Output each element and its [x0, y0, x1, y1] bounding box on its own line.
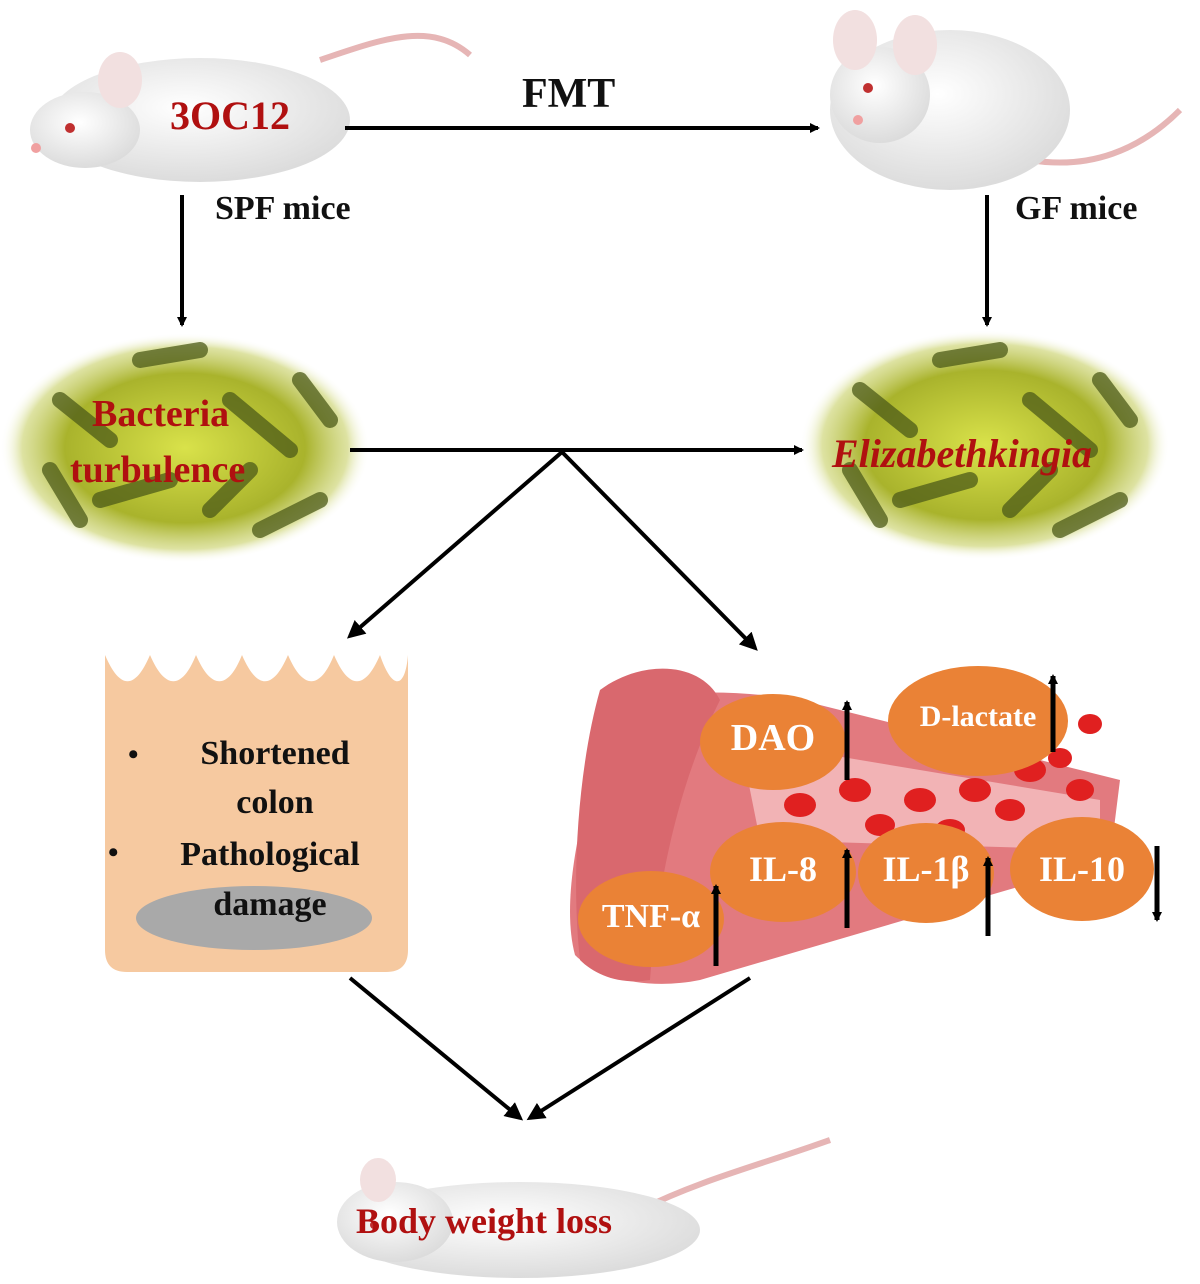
- d-lactate-label: D-lactate: [919, 700, 1037, 733]
- colon-to-outcome-arrow: [348, 976, 524, 1121]
- treatment-3oc12-label: 3OC12: [170, 93, 290, 138]
- pathological-damage-line1: Pathological: [180, 836, 360, 873]
- bullet-2: •: [108, 836, 119, 869]
- red-blood-cells: [749, 714, 1102, 841]
- bullet-1: •: [128, 738, 139, 771]
- gf-mice-label: GF mice: [1015, 190, 1138, 227]
- branch-right-arrow: [560, 450, 758, 651]
- dao-label: DAO: [730, 717, 816, 759]
- il1b-oval: [858, 823, 994, 923]
- fmt-label: FMT: [522, 71, 616, 117]
- il8-oval: [710, 822, 856, 922]
- elizabethkingia-label: Elizabethkingia: [832, 431, 1093, 476]
- pathological-damage-line2: damage: [213, 886, 327, 923]
- colon-epithelium-shape: [105, 655, 408, 972]
- tnf-oval: [578, 871, 724, 967]
- outcome-mouse-image: [337, 1137, 832, 1278]
- pathology-lesion: [136, 886, 372, 950]
- shortened-colon-line2: colon: [236, 784, 314, 821]
- il10-label: IL-10: [1038, 849, 1125, 889]
- vessel-to-outcome-arrow: [526, 976, 752, 1121]
- gf-mouse-image: [830, 10, 1183, 190]
- bacteria-image-left: [0, 333, 370, 563]
- bacteria-turbulence-label-line1: Bacteria: [92, 393, 230, 435]
- bacteria-image-right: [800, 330, 1170, 560]
- il10-oval: [1010, 817, 1154, 921]
- bacteria-turbulence-label-line2: turbulence: [70, 449, 246, 491]
- spf-mouse-image: [30, 32, 472, 182]
- dao-oval: [700, 694, 846, 790]
- shortened-colon-line1: Shortened: [200, 735, 350, 772]
- d-lactate-oval: [888, 666, 1068, 776]
- body-weight-loss-label: Body weight loss: [356, 1201, 613, 1241]
- tnf-alpha-label: TNF-α: [601, 898, 701, 935]
- il8-label: IL-8: [748, 849, 817, 889]
- spf-mice-label: SPF mice: [215, 190, 351, 227]
- il1b-label: IL-1β: [882, 849, 970, 889]
- branch-left-arrow: [346, 450, 564, 639]
